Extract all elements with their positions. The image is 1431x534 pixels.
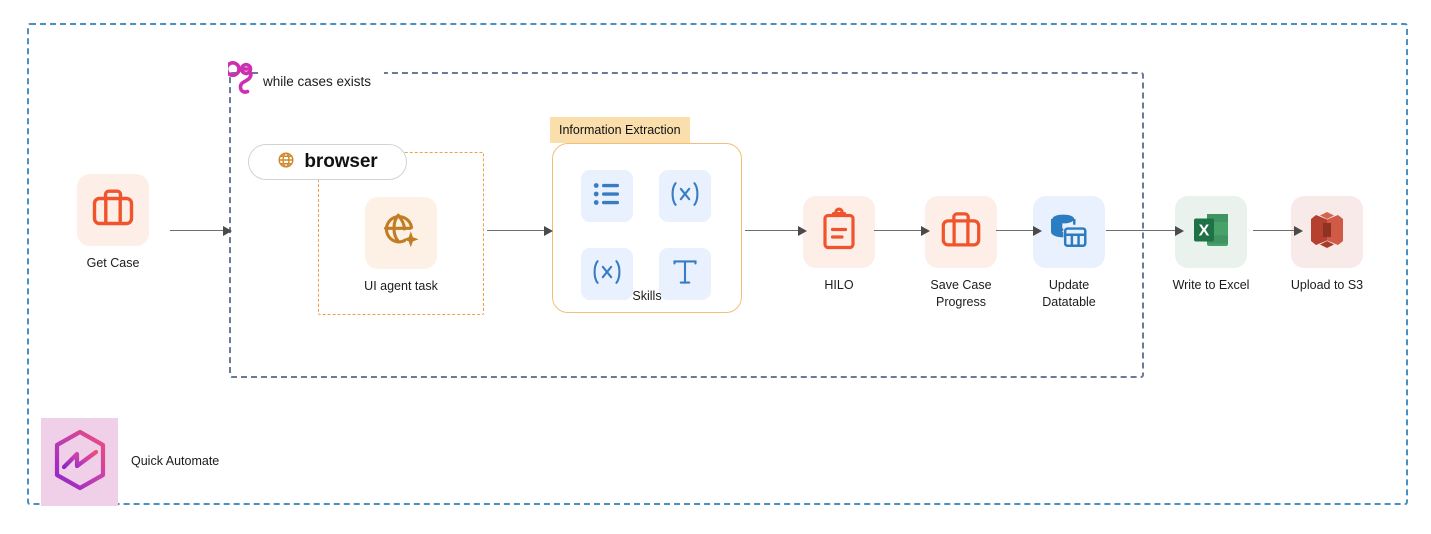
arrow-save-case-to-update-datatable (996, 226, 1042, 236)
node-ui-agent-task[interactable]: UI agent task (346, 197, 456, 295)
node-upload-to-s3[interactable]: Upload to S3 (1272, 196, 1382, 294)
skills-caption: Skills (632, 289, 662, 303)
loop-label-backdrop (258, 66, 384, 86)
skills-container[interactable]: Skills (552, 143, 742, 313)
briefcase-icon (939, 208, 983, 257)
quick-automate-legend-label: Quick Automate (131, 454, 220, 468)
node-get-case[interactable]: Get Case (58, 174, 168, 272)
upload-s3-label: Upload to S3 (1290, 278, 1364, 292)
clipboard-icon (818, 206, 860, 258)
skills-grid (581, 170, 715, 300)
text-t-icon (671, 258, 699, 291)
upload-s3-tile (1291, 196, 1363, 268)
information-extraction-tag: Information Extraction (550, 117, 690, 143)
get-case-tile (77, 174, 149, 246)
ui-agent-task-label: UI agent task (364, 279, 438, 293)
variable-x-icon (668, 180, 702, 213)
loop-repeat-icon (224, 60, 262, 98)
database-table-icon (1047, 208, 1091, 257)
skill-variable-2-tile[interactable] (581, 248, 633, 300)
update-datatable-label-line2: Datatable (1042, 294, 1096, 309)
arrow-ui-agent-to-skills (487, 226, 553, 236)
outer-workflow-boundary (27, 23, 1408, 505)
write-excel-tile: X (1175, 196, 1247, 268)
excel-icon: X (1188, 207, 1234, 258)
write-excel-label: Write to Excel (1172, 278, 1250, 292)
hilo-tile (803, 196, 875, 268)
quick-automate-hexagon-icon (51, 429, 109, 496)
svg-text:X: X (1199, 222, 1210, 239)
quick-automate-legend-tile (41, 418, 118, 506)
hilo-label: HILO (824, 278, 854, 292)
save-case-tile (925, 196, 997, 268)
arrow-skills-to-hilo (745, 226, 807, 236)
get-case-label: Get Case (86, 256, 140, 270)
save-case-label-line1: Save Case (930, 278, 992, 292)
globe-icon (277, 151, 295, 174)
variable-x-icon (590, 258, 624, 291)
update-datatable-label-line1: Update (1048, 278, 1090, 292)
browser-label: browser (304, 151, 378, 172)
node-save-case-progress[interactable]: Save Case Progress (906, 196, 1016, 311)
bulleted-list-icon (593, 181, 621, 212)
skill-list-tile[interactable] (581, 170, 633, 222)
arrow-excel-to-s3 (1253, 226, 1303, 236)
globe-sparkle-icon (377, 207, 425, 260)
node-hilo[interactable]: HILO (784, 196, 894, 294)
skill-text-tile[interactable] (659, 248, 711, 300)
loop-label: while cases exists (263, 74, 372, 89)
s3-bucket-icon (1307, 209, 1347, 256)
arrow-get-case-to-loop (170, 226, 232, 236)
ui-agent-task-tile (365, 197, 437, 269)
briefcase-icon (90, 185, 136, 236)
browser-pill[interactable]: browser (248, 144, 407, 180)
save-case-label-line2: Progress (935, 294, 987, 309)
while-loop-boundary (229, 72, 1144, 378)
arrow-hilo-to-save-case (874, 226, 930, 236)
node-write-to-excel[interactable]: X Write to Excel (1156, 196, 1266, 294)
update-datatable-tile (1033, 196, 1105, 268)
node-update-datatable[interactable]: Update Datatable (1014, 196, 1124, 311)
skill-variable-1-tile[interactable] (659, 170, 711, 222)
arrow-update-datatable-to-excel (1106, 226, 1184, 236)
